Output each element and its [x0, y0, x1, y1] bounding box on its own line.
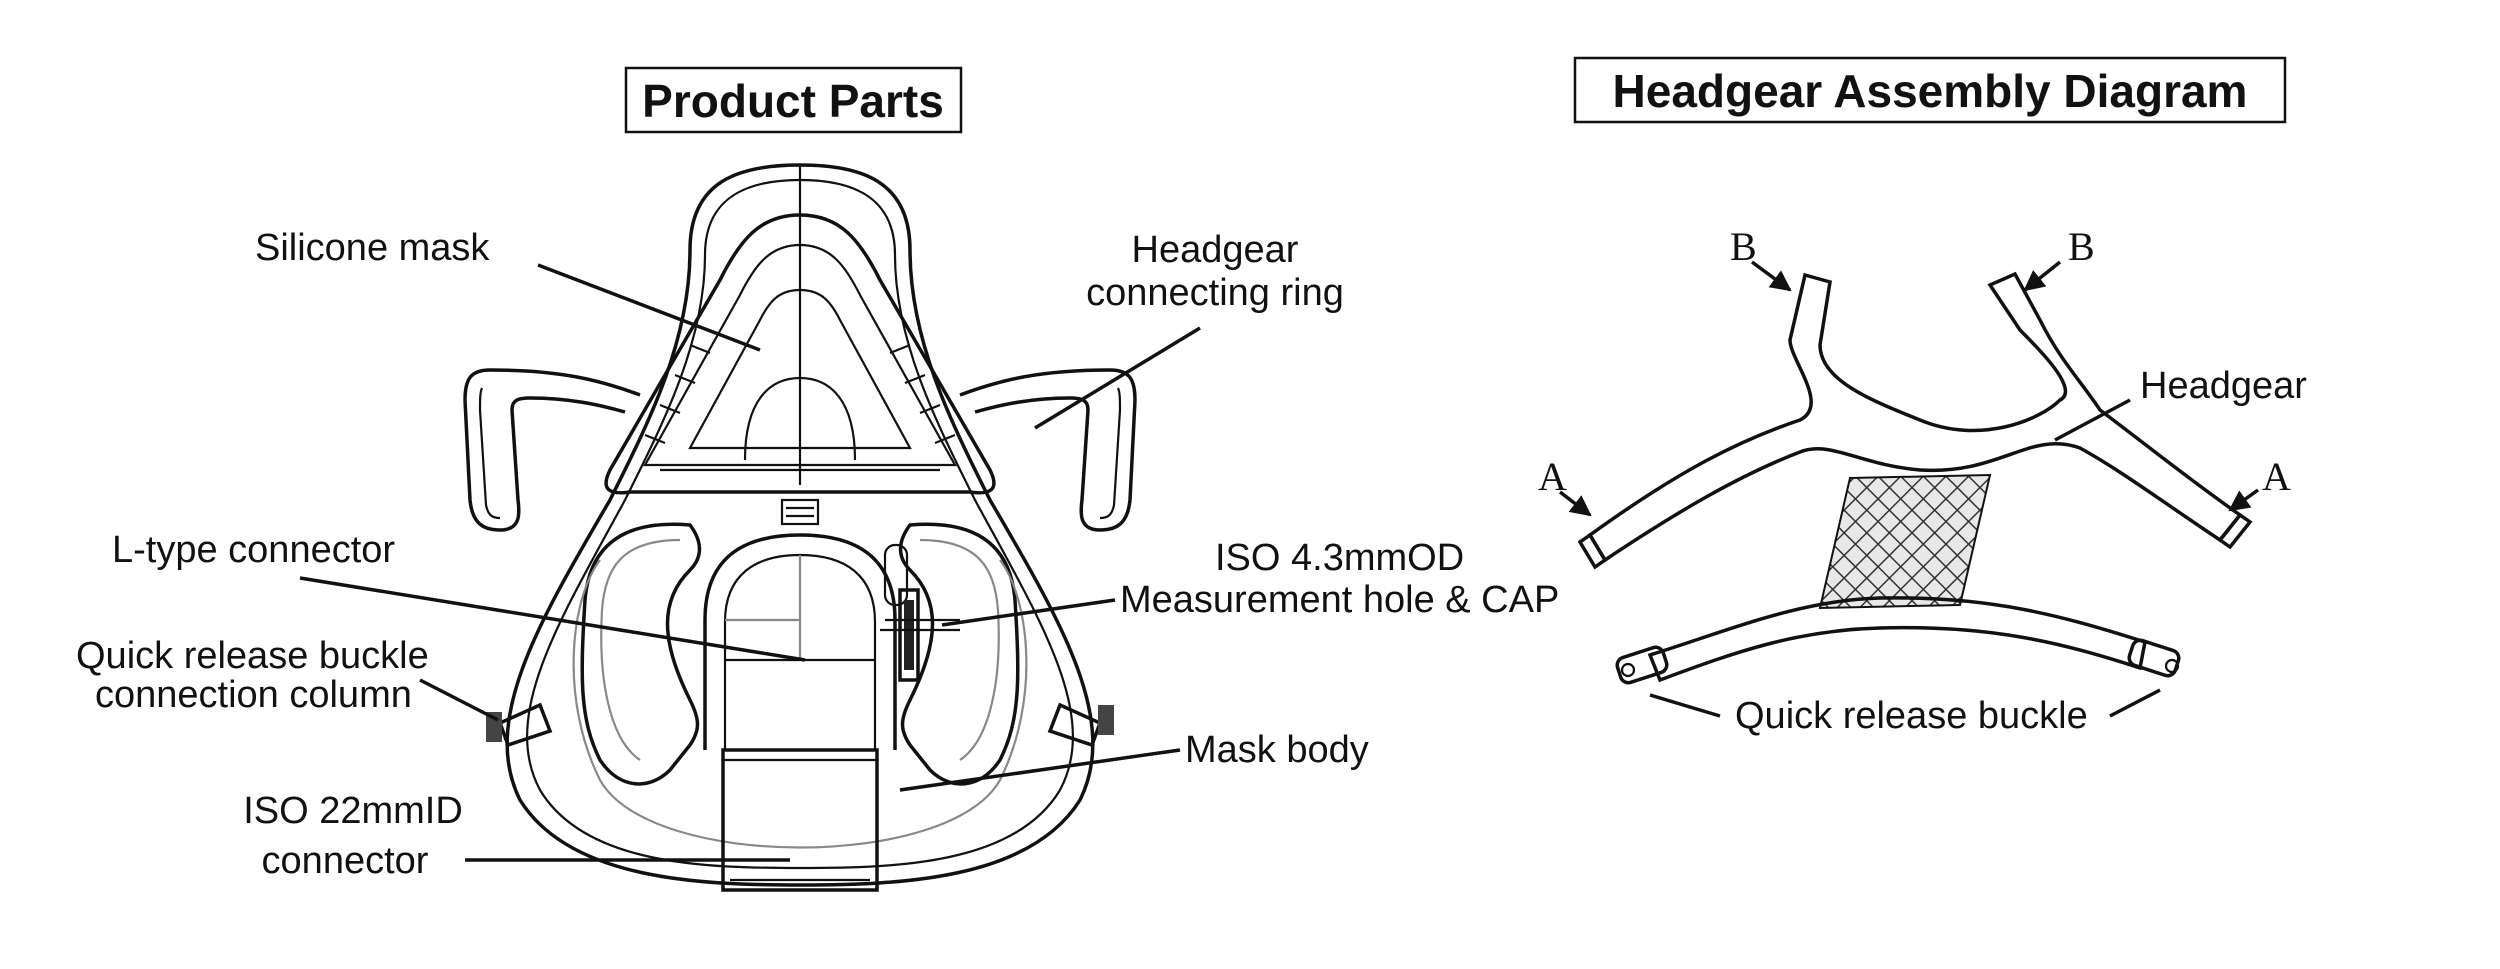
product-parts-panel: Product Parts [76, 66, 1559, 892]
headgear-title: Headgear Assembly Diagram [1613, 65, 2248, 117]
leader-iso43 [941, 598, 1116, 627]
l-type-connector [703, 533, 897, 750]
headgear-lower-strap [1647, 596, 2148, 683]
label-b-right: B [2068, 224, 2095, 269]
label-headgear-ring-1: Headgear [1132, 229, 1299, 271]
quick-release-buckle-right [2127, 638, 2181, 678]
label-buckle-col-2: connection column [95, 674, 412, 716]
label-iso22-2: connector [262, 840, 429, 882]
silicone-cushion [604, 213, 996, 495]
leader-quick-release-left [1649, 693, 1721, 718]
label-mask-body: Mask body [1185, 729, 1369, 771]
label-iso43-2: Measurement hole & CAP [1120, 579, 1559, 621]
buckle-column-right [1047, 702, 1103, 748]
label-a-right: A [2262, 454, 2291, 499]
leader-headgear-ring [1034, 326, 1201, 430]
arrow-a-left [1558, 490, 1592, 517]
leader-headgear [2054, 398, 2131, 442]
headgear-upper-strap [1587, 271, 2243, 563]
headgear-drawing [1577, 271, 2253, 685]
leader-quick-release-right [2109, 688, 2161, 718]
leader-mask-body [899, 748, 1181, 792]
label-silicone-mask: Silicone mask [255, 227, 490, 269]
label-quick-release: Quick release buckle [1735, 695, 2088, 737]
buckle-column-left [497, 702, 553, 748]
label-b-left: B [1730, 224, 1757, 269]
headgear-ring-left [463, 368, 641, 532]
mask-outer-shell [505, 163, 1095, 887]
arrow-b-left [1750, 260, 1792, 292]
iso22-connector [721, 748, 879, 892]
label-iso43-1: ISO 4.3mmOD [1215, 537, 1464, 579]
quick-release-buckle-left [1615, 645, 1669, 685]
arrow-b-right [2023, 260, 2062, 292]
leader-buckle-col [419, 678, 499, 722]
headgear-title-box [1573, 56, 2287, 124]
leader-l-type [299, 576, 806, 662]
arrow-a-right [2228, 488, 2260, 512]
headgear-ring-right [959, 368, 1137, 532]
product-parts-title: Product Parts [642, 75, 944, 127]
label-headgear-ring-2: connecting ring [1086, 272, 1344, 314]
label-buckle-col-1: Quick release buckle [76, 635, 429, 677]
leader-silicone-mask [537, 263, 761, 352]
headgear-mesh [1818, 473, 1992, 610]
label-l-type: L-type connector [112, 529, 395, 571]
mask-drawing [463, 163, 1137, 892]
headgear-panel: Headgear Assembly Diagram B B [1538, 56, 2307, 737]
label-iso22-1: ISO 22mmID [243, 790, 463, 832]
measurement-port [880, 543, 960, 682]
label-headgear: Headgear [2140, 365, 2307, 407]
product-parts-title-box [624, 66, 963, 134]
